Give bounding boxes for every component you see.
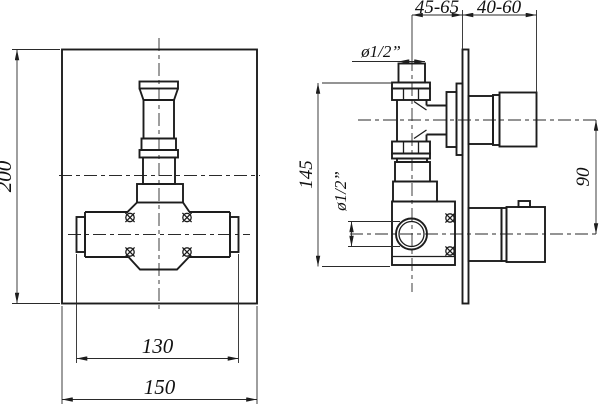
upper-pipe-assembly bbox=[391, 62, 464, 183]
top-hex-nut bbox=[391, 87, 431, 101]
screw-top-right bbox=[181, 212, 193, 223]
branch-flange bbox=[445, 91, 458, 148]
lower-handle bbox=[467, 200, 546, 263]
lower-handle-neck bbox=[467, 207, 503, 262]
screw-bottom-left bbox=[124, 246, 136, 258]
port-inner-circle bbox=[398, 220, 425, 248]
branch-pipe bbox=[426, 104, 447, 136]
upper-handle bbox=[467, 91, 538, 148]
mounting-plate bbox=[61, 48, 258, 305]
dim-label-200: 200 bbox=[0, 160, 16, 192]
side-view bbox=[350, 15, 598, 305]
ext-lines-150 bbox=[61, 306, 258, 404]
branch-chamfers bbox=[413, 100, 427, 140]
body-main bbox=[391, 200, 456, 266]
ext-lines-200 bbox=[12, 49, 60, 304]
ext-lines-depth bbox=[462, 10, 537, 93]
upper-handle-knob bbox=[498, 91, 538, 148]
dimension-200: 200 bbox=[0, 49, 60, 304]
dim-label-45-65: 45-65 bbox=[415, 0, 459, 18]
dimension-45-65: 45-65 bbox=[412, 0, 537, 93]
wall-flange bbox=[455, 82, 464, 156]
body-side-edges bbox=[84, 212, 231, 257]
top-nut-facets bbox=[402, 88, 420, 100]
body-top-block bbox=[392, 180, 438, 203]
ext-lines-130 bbox=[76, 254, 239, 363]
stem-base-block bbox=[136, 183, 184, 204]
screw-top-left bbox=[124, 212, 136, 223]
lower-handle-knob bbox=[505, 206, 546, 263]
dimension-150: 150 bbox=[61, 306, 258, 404]
lower-handle-tab bbox=[517, 200, 531, 208]
dim-label-130: 130 bbox=[142, 334, 174, 358]
dim-label-dia-top: ø1/2” bbox=[360, 42, 401, 61]
dim-label-145: 145 bbox=[296, 160, 317, 189]
dim-label-90: 90 bbox=[573, 167, 594, 187]
dimension-145: 145 bbox=[296, 82, 392, 267]
ext-lines-145 bbox=[322, 82, 392, 267]
bottom-port bbox=[127, 256, 190, 271]
dimension-dia-top: ø1/2” bbox=[352, 42, 425, 64]
dim-label-dia-front: ø1/2” bbox=[331, 171, 350, 212]
valve-body-front bbox=[75, 211, 240, 271]
cartridge-stem bbox=[126, 80, 191, 213]
front-view bbox=[59, 38, 260, 313]
dim-label-40-60: 40-60 bbox=[477, 0, 522, 18]
dimension-90: 90 bbox=[573, 120, 599, 234]
valve-body-side bbox=[391, 180, 456, 266]
shoulder-right bbox=[182, 201, 191, 213]
adapter-body bbox=[394, 161, 431, 183]
shoulder-left bbox=[126, 201, 138, 213]
port-outer-circle bbox=[395, 217, 428, 251]
wall-plate bbox=[461, 48, 470, 305]
dim-label-150: 150 bbox=[144, 375, 176, 399]
ext-lines-dia-front bbox=[348, 221, 400, 247]
dimension-40-60: 40-60 bbox=[462, 0, 537, 18]
dimension-130: 130 bbox=[76, 254, 239, 363]
dimension-dia-front: ø1/2” bbox=[331, 171, 400, 247]
side-screw-top bbox=[444, 212, 456, 224]
stem-cap bbox=[138, 80, 179, 90]
screw-bottom-right bbox=[181, 246, 193, 258]
body-end-cap-left bbox=[75, 216, 86, 253]
body-end-cap-right bbox=[229, 216, 240, 253]
side-screw-bottom bbox=[444, 245, 456, 257]
bottom-hex-nut bbox=[391, 140, 431, 155]
bottom-nut-facets bbox=[402, 141, 420, 154]
